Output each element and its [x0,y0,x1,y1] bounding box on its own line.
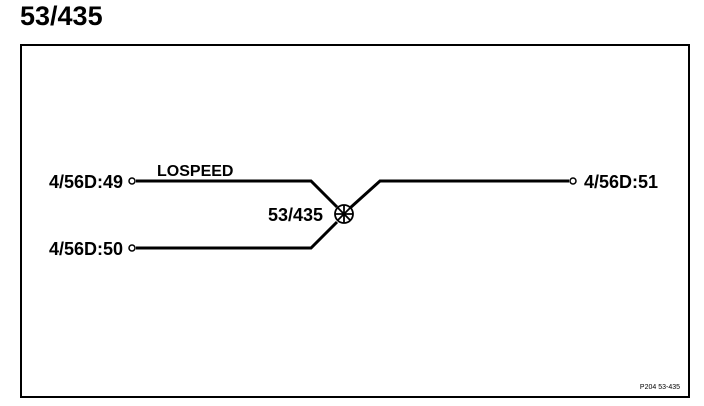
terminal-top-input [128,177,136,185]
connector-label-in-bottom: 4/56D:50 [49,239,123,259]
wire-output [348,179,569,210]
connector-label-in-top: 4/56D:49 [49,172,123,192]
splice-label: 53/435 [268,205,323,225]
signal-label: LOSPEED [157,163,233,180]
splice-icon [334,204,354,224]
connector-label-out: 4/56D:51 [584,172,658,192]
terminal-bottom-input [128,244,136,252]
wire-top-input [136,179,339,209]
diagram-frame [20,44,690,398]
terminal-output [569,177,577,185]
reference-code: P204 53-435 [640,384,680,391]
wire-bottom-input [136,220,339,250]
page-title: 53/435 [20,1,103,31]
